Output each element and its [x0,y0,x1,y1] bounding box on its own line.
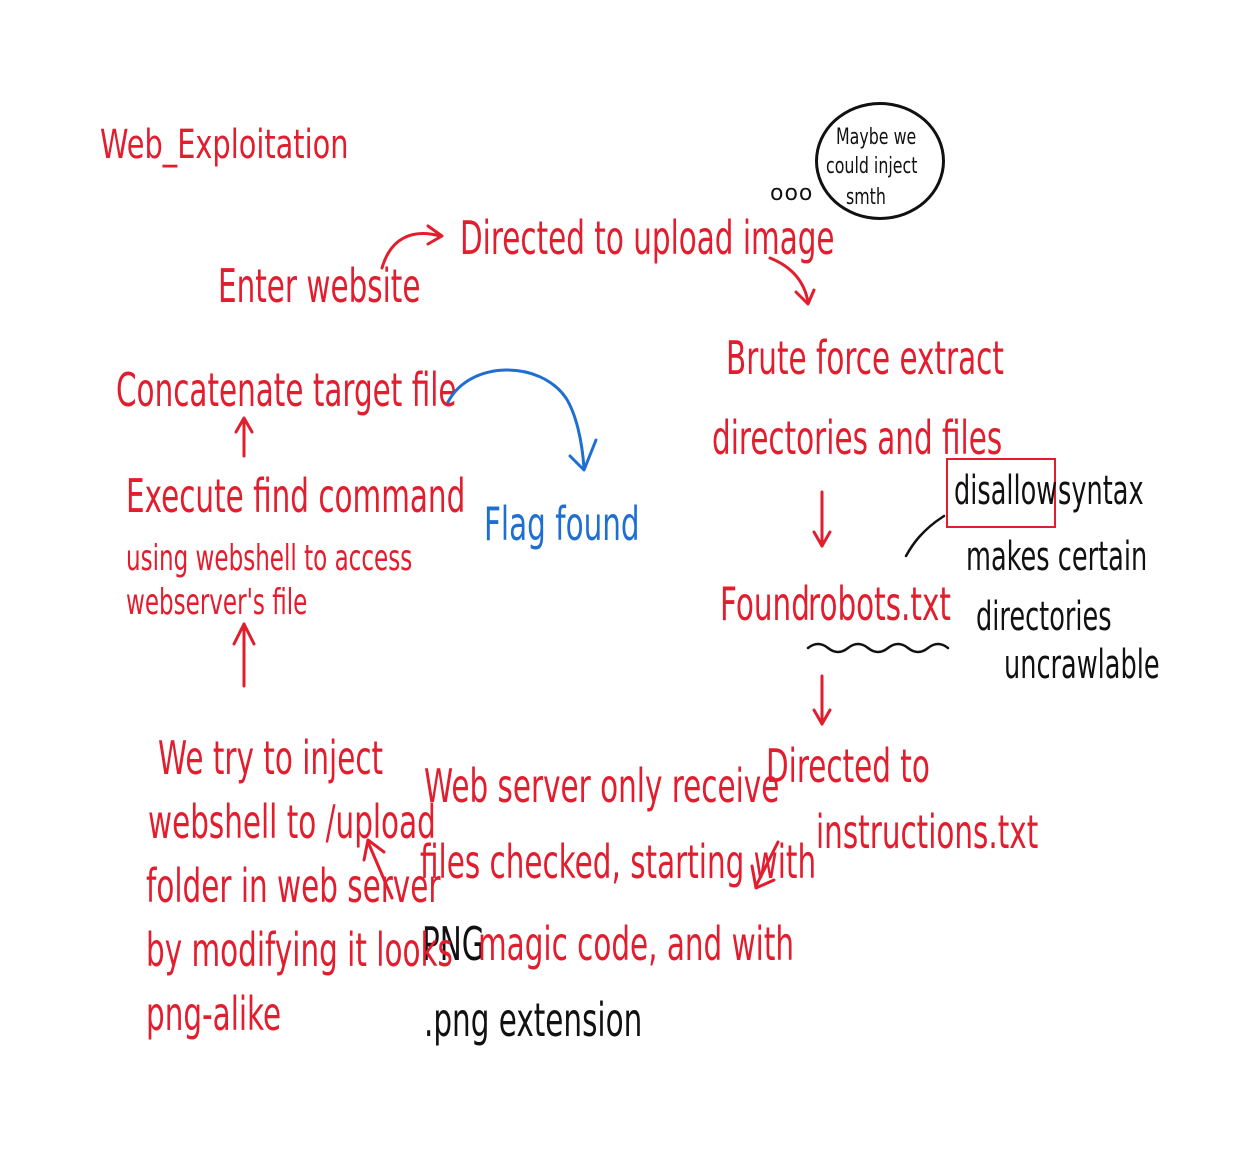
step-inject-line-1: We try to inject [158,731,384,785]
arrowhead-brute-to-robots [812,530,832,548]
bubble-text-line-3: smth [846,185,886,210]
arrow-upload-to-brute [768,256,810,304]
step-enter-website: Enter website [218,259,421,313]
arrowhead-webserver-to-inject [362,838,386,862]
step-execute-line-2: using webshell to access [126,538,413,579]
bubble-dots: ooo [770,181,814,206]
arrowhead-execute-to-concatenate [234,416,254,434]
flag-found: Flag found [484,497,640,551]
step-inject-line-2: webshell to /upload [148,795,436,849]
robots-squiggle-underline [806,642,950,654]
arrow-concatenate-to-flag [446,368,586,470]
step-directed-instructions-line-1: Directed to [766,739,930,793]
disallow-note-line-4: uncrawlable [1004,642,1160,688]
disallow-highlight-box [946,458,1056,528]
step-brute-force-line-1: Brute force extract [726,331,1004,385]
webserver-note-line-4: .png extension [424,993,643,1047]
connector-disallow-to-robots [904,514,946,558]
arrow-instructions-to-webserver [754,840,780,888]
arrow-webserver-to-inject [366,840,394,900]
robots-file-name: robots.txt [808,577,951,631]
arrowhead-enter-to-upload [426,224,444,246]
webserver-note-png: PNG [422,917,485,971]
step-inject-line-5: png-alike [146,987,282,1041]
webserver-note-line-2: files checked, starting with [420,835,817,889]
step-inject-line-3: folder in web server [146,859,441,913]
bubble-text-line-1: Maybe we [836,125,917,150]
arrowhead-concatenate-to-flag [568,438,598,472]
step-concatenate: Concatenate target file [116,363,457,417]
webserver-note-line-1: Web server only receive [424,759,780,813]
step-execute-line-1: Execute find command [126,469,466,523]
disallow-keyword: disallow [954,468,1058,514]
bubble-text-line-2: could inject [826,154,918,179]
disallow-note-line-3: directories [976,594,1112,640]
webserver-note-line-3: magic code, and with [478,917,795,971]
step-found-prefix: Found [720,577,810,631]
arrowhead-instructions-to-webserver [750,864,776,890]
step-directed-upload: Directed to upload image [460,211,835,265]
page-title: Web_Exploitation [100,122,349,168]
step-brute-force-line-2: directories and files [712,411,1003,465]
thought-bubble [815,102,945,220]
step-directed-instructions-line-2: instructions.txt [816,805,1039,859]
arrowhead-upload-to-brute [794,288,816,306]
step-inject-line-4: by modifying it looks [146,923,453,977]
step-execute-line-3: webserver's file [126,582,308,623]
arrow-enter-to-upload [380,232,442,270]
arrowhead-robots-to-instructions [812,708,832,726]
arrowhead-inject-to-execute [232,622,256,646]
disallow-note-line-2: makes certain [966,534,1148,580]
disallow-syntax-word: syntax [1058,468,1144,514]
